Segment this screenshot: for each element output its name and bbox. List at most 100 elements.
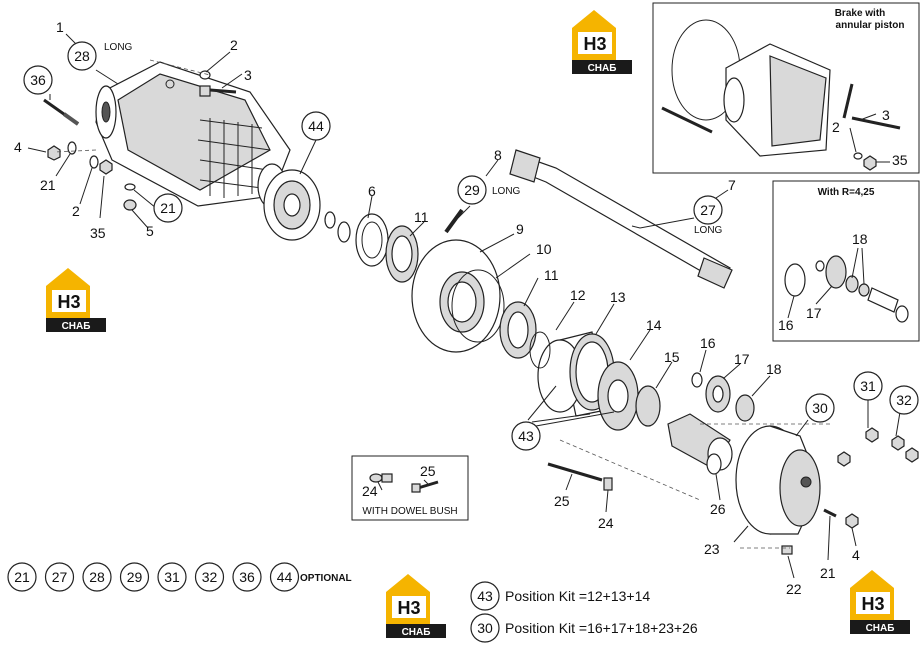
callouts: 1 28 LONG 2 3 36 4 21 2 35 5 21 44 6 11 … [14,19,919,597]
callout-13: 13 [610,289,626,305]
callout-long-29: LONG [492,186,521,197]
logo-bottom-right: H3 СНАБ [850,570,910,634]
inset-dowel-label-25: 25 [420,463,436,479]
optional-bubble [7,562,37,592]
bolt-3-top [199,85,237,97]
o-ring-10 [451,269,505,343]
optional-bubble [232,562,262,592]
callout-18: 18 [766,361,782,377]
axle-housing [95,61,291,209]
inset-brake-title-2: annular piston [836,20,905,31]
optional-item-label: 44 [277,569,293,585]
washer-2-top [199,70,211,80]
inset-ratio-label-17: 17 [806,305,822,321]
callout-long-27: LONG [694,225,723,236]
inset-brake-title-1: Brake with [835,8,886,19]
callout-14: 14 [646,317,662,333]
callout-1: 1 [56,19,64,35]
callout-11-a: 11 [414,209,429,225]
callout-7: 7 [728,177,736,193]
callout-35: 35 [90,225,106,241]
callout-44: 44 [308,118,324,134]
callout-23: 23 [704,541,720,557]
circlip-6-small [324,211,336,229]
callout-17: 17 [734,351,750,367]
inset-brake-label-35: 35 [892,152,908,168]
logo-top-letters: H3 [583,34,606,54]
callout-3-top: 3 [244,67,252,83]
callout-21-left: 21 [40,177,56,193]
logo-bottom-letters: H3 [397,598,420,618]
stud-21-bottom [823,508,837,518]
callout-6: 6 [368,183,376,199]
kit-30-ref: 30 [477,620,493,636]
callout-2-top: 2 [230,37,238,53]
bolt-36 [43,98,80,126]
optional-item-label: 31 [164,569,180,585]
callout-32: 32 [896,392,912,408]
optional-bubble [157,562,187,592]
wheel-hub-23 [735,425,821,535]
callout-12: 12 [570,287,586,303]
callout-15: 15 [664,349,680,365]
optional-bubble [119,562,150,592]
inset-ratio-label-18: 18 [852,231,868,247]
callout-29: 29 [464,182,480,198]
optional-bubble [82,562,112,592]
callout-long-28: LONG [104,42,133,53]
logo-bottom-right-letters: H3 [861,594,884,614]
pin-8 [444,208,464,234]
callout-25: 25 [554,493,570,509]
callout-11-b: 11 [544,267,559,283]
assembly-lines [53,59,830,549]
kit-43-text: Position Kit =12+13+14 [505,588,650,604]
logo-bottom-right-sub: СНАБ [866,623,895,634]
bearing-11-b [499,301,537,359]
optional-item-label: 28 [89,569,105,585]
axle-shaft-27 [509,149,733,289]
bearing-11-a [385,225,419,283]
optional-item-label: 21 [14,569,30,585]
nut-4-left [47,145,61,161]
optional-bubble [269,562,300,592]
optional-item-label: 36 [239,569,255,585]
washer-26 [706,453,722,475]
callout-21-oring: 21 [160,200,176,216]
logo-left: H3 СНАБ [46,268,106,332]
gear-carrier-14 [597,361,639,431]
circlip-16 [691,372,703,388]
logo-left-letters: H3 [57,292,80,312]
inset-dowel: 25 24 WITH DOWEL BUSH [351,455,469,521]
callout-24: 24 [598,515,614,531]
inset-dowel-caption: WITH DOWEL BUSH [362,506,457,517]
inset-brake: Brake with annular piston 3 2 35 [652,2,920,174]
logo-top-sub: СНАБ [588,63,617,74]
inset-ratio: With R=4,25 18 16 17 [772,180,920,342]
nut-31 [837,427,879,467]
logo-left-sub: СНАБ [62,321,91,332]
callout-10: 10 [536,241,552,257]
washer-21-left [67,141,77,155]
callout-4-left: 4 [14,139,22,155]
seal-ring-6 [337,213,389,267]
brake-disc-44 [263,169,321,241]
inset-ratio-label-16: 16 [778,317,794,333]
kit-43-ref: 43 [477,588,493,604]
inset-dowel-label-24: 24 [362,483,378,499]
callout-16: 16 [700,335,716,351]
nut-4-bottom [845,513,859,529]
bolt-25 [547,462,603,482]
callout-4-bottom: 4 [852,547,860,563]
logo-bottom: H3 СНАБ [386,574,446,638]
inset-brake-label-2: 2 [832,119,840,135]
thrust-disc-15 [635,385,661,427]
nut-35-left [99,159,113,175]
o-ring-21 [124,183,136,191]
logo-bottom-sub: СНАБ [402,627,431,638]
callout-27: 27 [700,202,716,218]
callout-26: 26 [710,501,726,517]
kit-30-text: Position Kit =16+17+18+23+26 [505,620,698,636]
